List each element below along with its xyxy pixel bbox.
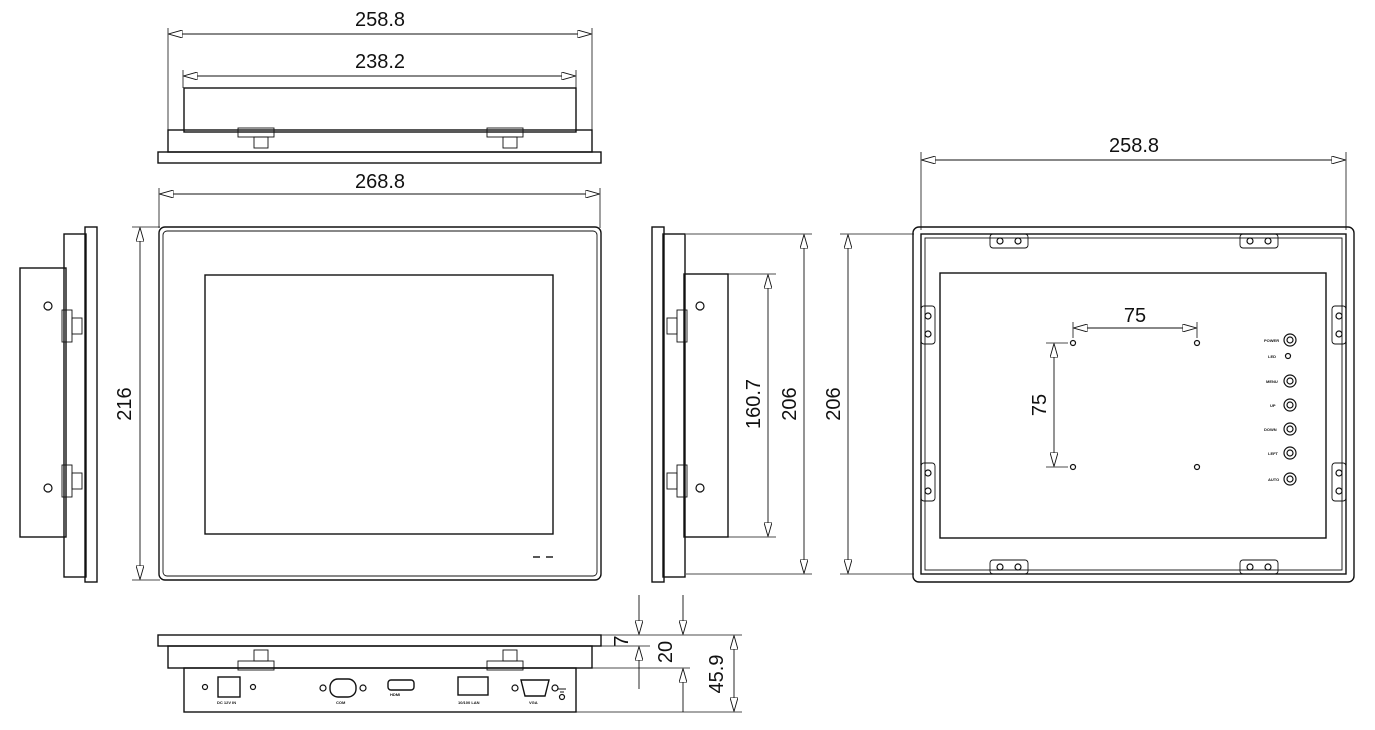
dim-back-height: 206 xyxy=(823,387,845,420)
right-side-clip-top xyxy=(666,309,688,343)
back-clip-right-bottom xyxy=(1331,462,1347,502)
back-clip-bottom-right xyxy=(1239,559,1279,575)
right-side-screw-top xyxy=(695,301,705,311)
left-side-screw-top xyxy=(43,301,53,311)
ground-screw xyxy=(558,693,566,701)
right-side-screw-bottom xyxy=(695,483,705,493)
right-side-clip-bottom xyxy=(666,464,688,498)
dim-vesa-vertical: 75 xyxy=(1029,394,1051,416)
left-side-plate xyxy=(63,233,87,578)
dim-front-height: 216 xyxy=(114,387,136,420)
bottom-body xyxy=(183,667,577,713)
front-view: 268.8 216 xyxy=(114,171,602,581)
right-side-view: 160.7 206 xyxy=(651,226,812,583)
svg-text:POWER: POWER xyxy=(1264,338,1279,343)
dim-back-width: 258.8 xyxy=(1109,135,1159,157)
left-side-bezel xyxy=(84,226,98,583)
front-bezel-outer xyxy=(158,226,602,581)
bottom-clip-right xyxy=(486,649,524,671)
dim-top-overall-width: 258.8 xyxy=(355,9,405,31)
left-side-clip-top xyxy=(61,309,83,343)
vesa-hole-top-right xyxy=(1193,339,1201,347)
osd-led-indicator: LED xyxy=(1268,352,1292,360)
back-clip-top-left xyxy=(989,233,1029,249)
bottom-mount-plate xyxy=(167,645,593,669)
dim-vesa-horizontal: 75 xyxy=(1124,305,1146,327)
dim-top-body-width: 238.2 xyxy=(355,51,405,73)
svg-text:HDMI: HDMI xyxy=(390,692,400,697)
back-clip-left-bottom xyxy=(920,462,936,502)
back-view: 258.8 206 xyxy=(823,135,1355,583)
osd-button-column: POWER LED MENU UP DOWN LEFT xyxy=(1264,333,1297,486)
svg-text:COM: COM xyxy=(336,700,346,705)
left-side-body xyxy=(19,267,67,538)
dim-side-cutout-height: 160.7 xyxy=(743,379,765,429)
dim-front-width: 268.8 xyxy=(355,171,405,193)
svg-text:VGA: VGA xyxy=(529,700,538,705)
port-hdmi: HDMI xyxy=(387,679,415,697)
svg-text:MENU: MENU xyxy=(1266,379,1278,384)
osd-button-left: LEFT xyxy=(1268,446,1297,460)
top-clip-left xyxy=(237,127,275,149)
osd-button-auto: AUTO xyxy=(1268,472,1297,486)
vesa-hole-bottom-right xyxy=(1193,463,1201,471)
port-lan: 10/100 LAN xyxy=(457,676,489,705)
bottom-bezel xyxy=(157,634,602,647)
svg-text:DOWN: DOWN xyxy=(1264,427,1277,432)
front-screen xyxy=(204,274,554,535)
back-housing xyxy=(939,272,1327,539)
port-vga: VGA xyxy=(511,679,559,705)
dim-side-height: 206 xyxy=(779,387,801,420)
back-mount-plate-inner xyxy=(924,237,1343,571)
left-side-view xyxy=(19,226,98,583)
bottom-clip-left xyxy=(237,649,275,671)
top-clip-right xyxy=(486,127,524,149)
ground-symbol xyxy=(558,688,566,693)
svg-text:AUTO: AUTO xyxy=(1268,477,1279,482)
back-clip-top-right xyxy=(1239,233,1279,249)
left-side-clip-bottom xyxy=(61,464,83,498)
dim-bottom-total-depth: 45.9 xyxy=(706,655,728,694)
top-mount-plate xyxy=(167,129,593,153)
right-side-plate xyxy=(662,233,686,578)
vesa-hole-bottom-left xyxy=(1069,463,1077,471)
back-clip-bottom-left xyxy=(989,559,1029,575)
port-com: COM xyxy=(319,678,367,705)
port-dc-in: DC 12V IN xyxy=(217,676,241,705)
left-side-screw-bottom xyxy=(43,483,53,493)
svg-text:10/100 LAN: 10/100 LAN xyxy=(458,700,480,705)
front-bezel-inner xyxy=(162,230,598,577)
osd-button-power: POWER xyxy=(1264,333,1297,347)
back-clip-left-top xyxy=(920,305,936,345)
right-side-body xyxy=(683,273,729,538)
top-bezel xyxy=(157,151,602,164)
bottom-view: DC 12V IN COM HDMI 10/100 LAN VGA xyxy=(157,595,742,713)
osd-button-down: DOWN xyxy=(1264,422,1297,436)
back-clip-right-top xyxy=(1331,305,1347,345)
back-mount-plate xyxy=(920,233,1347,575)
svg-text:UP: UP xyxy=(1270,403,1276,408)
svg-text:LED: LED xyxy=(1268,354,1276,359)
osd-button-up: UP xyxy=(1270,398,1297,412)
top-view: 258.8 238.2 xyxy=(157,9,602,164)
dim-bottom-bezel-depth: 7 xyxy=(611,635,633,646)
dim-bottom-depth-20: 20 xyxy=(655,641,677,663)
svg-text:LEFT: LEFT xyxy=(1268,451,1279,456)
right-side-bezel xyxy=(651,226,665,583)
bottom-screw-2 xyxy=(249,683,257,691)
osd-button-menu: MENU xyxy=(1266,374,1297,388)
back-outer-frame xyxy=(912,226,1355,583)
bottom-screw-1 xyxy=(201,683,209,691)
top-body xyxy=(183,87,577,133)
vesa-hole-top-left xyxy=(1069,339,1077,347)
svg-text:DC 12V IN: DC 12V IN xyxy=(217,700,236,705)
